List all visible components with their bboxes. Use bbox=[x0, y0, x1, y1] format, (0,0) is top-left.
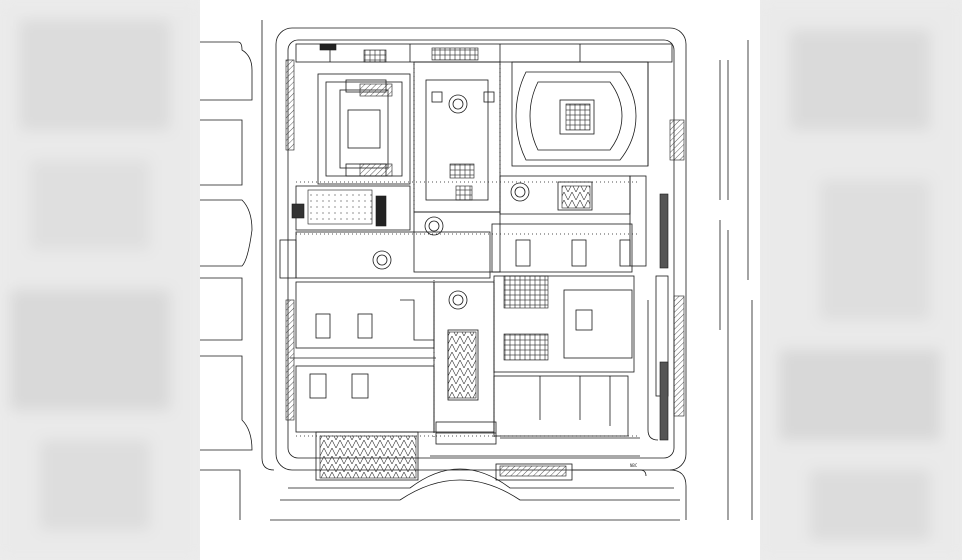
plan-label: NBC bbox=[630, 463, 638, 468]
linework bbox=[200, 20, 753, 521]
site-plan-sheet: NBC bbox=[200, 0, 760, 560]
hatched-areas bbox=[285, 43, 685, 479]
site-plan-drawing bbox=[200, 20, 753, 521]
left-blurred-panel bbox=[0, 0, 200, 560]
right-blurred-panel bbox=[760, 0, 962, 560]
